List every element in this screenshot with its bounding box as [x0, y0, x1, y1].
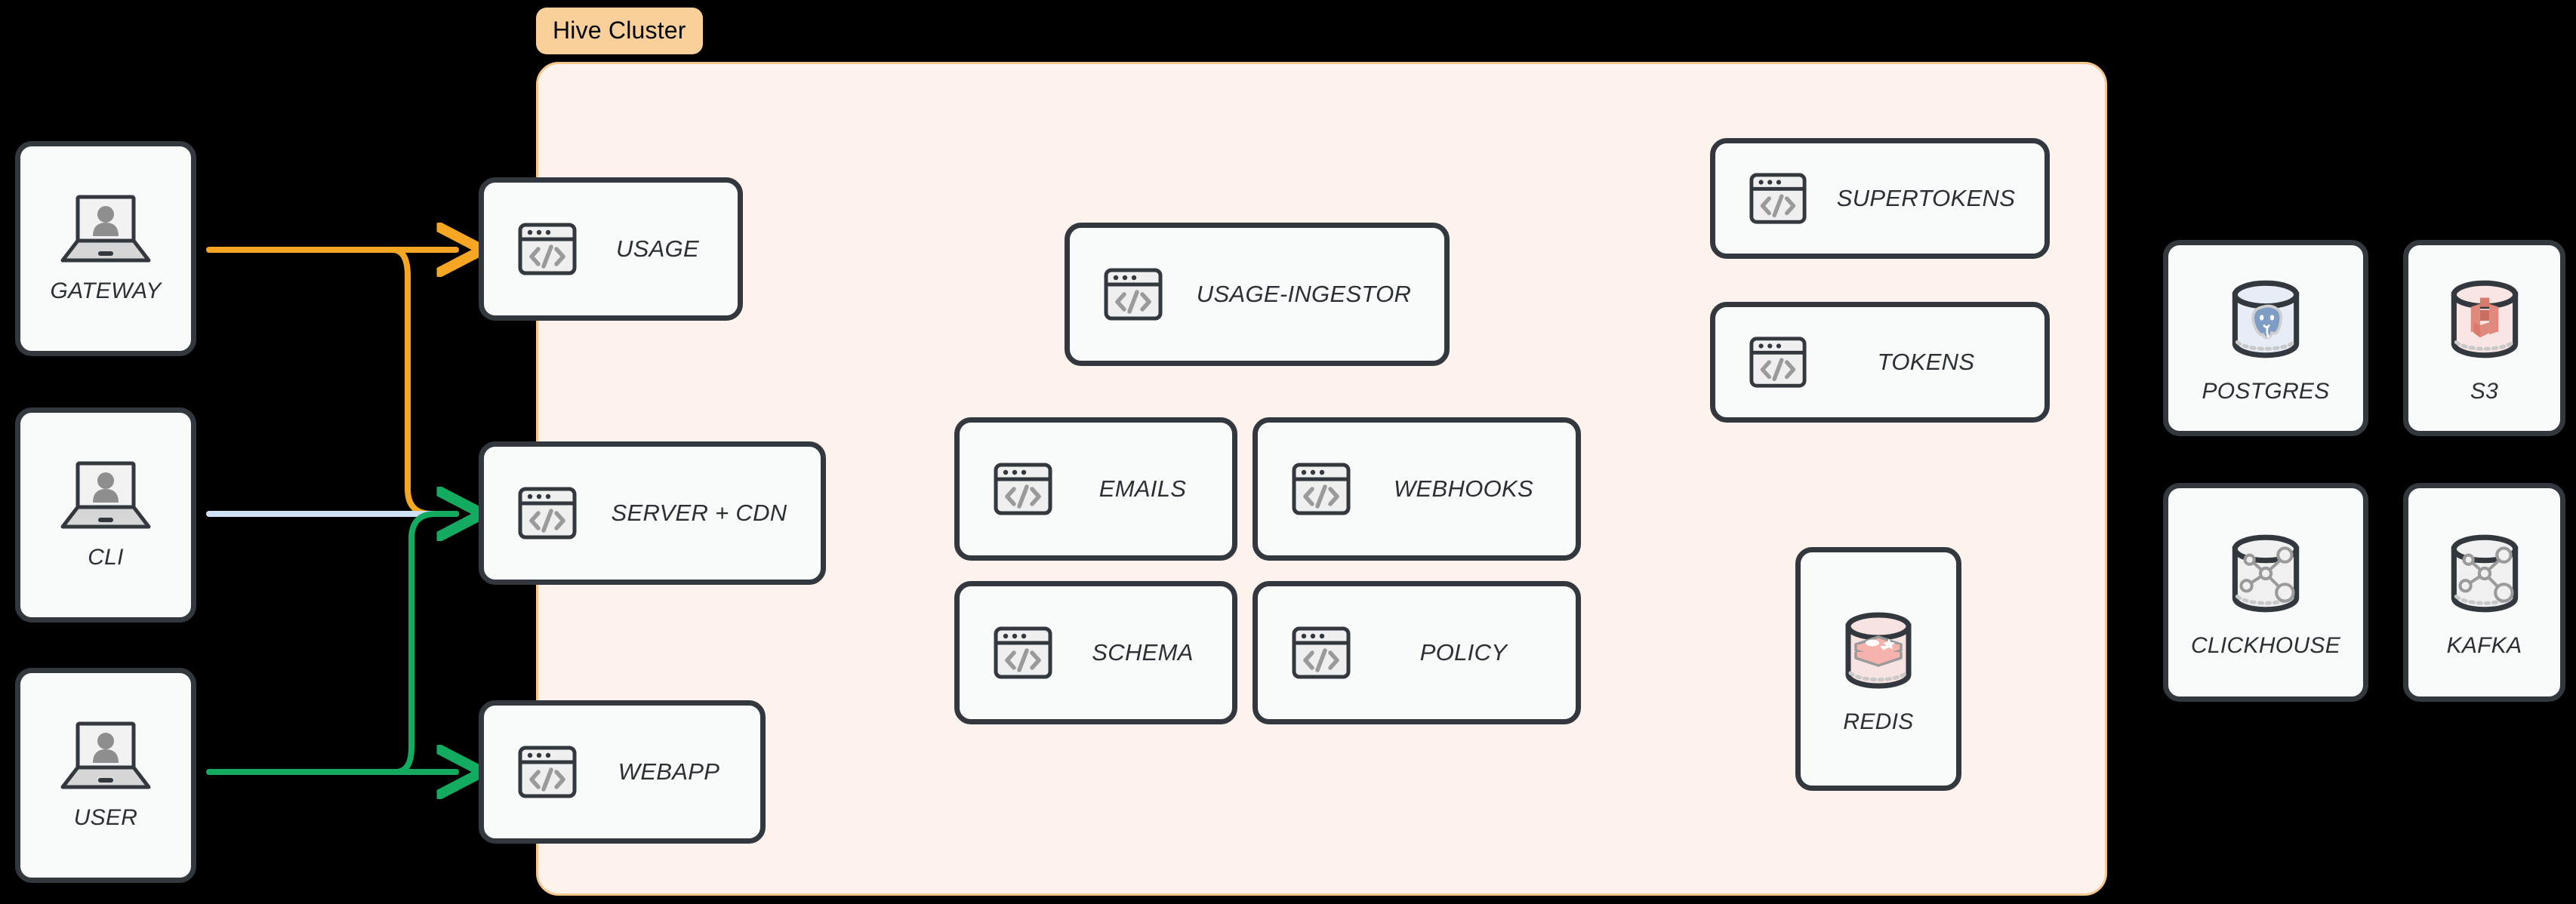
laptop-user-icon [57, 721, 155, 793]
service-label: WEBHOOKS [1394, 475, 1533, 502]
service-label: WEBAPP [618, 758, 720, 785]
service-label: POLICY [1419, 639, 1508, 666]
service-node-webhooks[interactable]: WEBHOOKS [1253, 417, 1581, 561]
code-window-icon [1291, 623, 1351, 683]
service-node-usage-ingestor[interactable]: USAGE-INGESTOR [1065, 223, 1450, 366]
code-window-icon [1749, 333, 1807, 392]
client-node-user[interactable]: USER [15, 668, 196, 883]
datastore-node-redis[interactable]: REDIS [1795, 547, 1961, 791]
code-window-icon [1103, 264, 1163, 324]
code-window-icon [993, 623, 1053, 683]
client-label: GATEWAY [50, 278, 162, 303]
datastore-label: REDIS [1843, 709, 1914, 734]
network-cylinder-icon [2218, 526, 2313, 621]
service-label: SCHEMA [1092, 639, 1194, 666]
service-node-schema[interactable]: SCHEMA [954, 581, 1237, 724]
service-label: EMAILS [1098, 475, 1187, 502]
service-label: SUPERTOKENS [1836, 185, 2016, 211]
s3-cylinder-icon [2437, 272, 2532, 367]
service-label: SERVER + CDN [611, 500, 787, 526]
network-cylinder-icon [2437, 526, 2532, 621]
datastore-label: POSTGRES [2202, 379, 2330, 404]
service-node-emails[interactable]: EMAILS [954, 417, 1237, 561]
service-node-webapp[interactable]: WEBAPP [479, 700, 766, 844]
postgres-cylinder-icon [2218, 272, 2313, 367]
connector-user-to-server-cdn [393, 514, 456, 775]
datastore-node-kafka[interactable]: KAFKA [2403, 483, 2565, 702]
datastore-node-s3[interactable]: S3 [2403, 240, 2565, 436]
client-node-cli[interactable]: CLI [15, 407, 196, 623]
service-node-server-cdn[interactable]: SERVER + CDN [479, 441, 826, 585]
code-window-icon [1749, 169, 1807, 228]
laptop-user-icon [57, 460, 155, 533]
code-window-icon [993, 459, 1053, 519]
code-window-icon [517, 742, 578, 802]
connector-gateway-to-server-cdn [390, 247, 456, 514]
service-label: TOKENS [1877, 349, 1975, 375]
client-label: USER [73, 804, 138, 830]
redis-cylinder-icon [1832, 604, 1925, 697]
laptop-user-icon [57, 194, 155, 266]
hive-cluster-badge: Hive Cluster [536, 8, 703, 54]
service-label: USAGE-INGESTOR [1196, 281, 1412, 307]
code-window-icon [517, 219, 578, 279]
client-label: CLI [88, 544, 124, 570]
service-node-policy[interactable]: POLICY [1253, 581, 1581, 724]
service-node-supertokens[interactable]: SUPERTOKENS [1710, 138, 2050, 259]
service-node-tokens[interactable]: TOKENS [1710, 302, 2050, 423]
datastore-label: S3 [2470, 379, 2499, 404]
code-window-icon [517, 483, 578, 543]
service-label: USAGE [615, 235, 700, 262]
service-node-usage[interactable]: USAGE [479, 177, 743, 321]
code-window-icon [1291, 459, 1351, 519]
datastore-label: CLICKHOUSE [2190, 633, 2341, 658]
datastore-label: KAFKA [2446, 633, 2522, 658]
datastore-node-postgres[interactable]: POSTGRES [2163, 240, 2368, 436]
datastore-node-clickhouse[interactable]: CLICKHOUSE [2163, 483, 2368, 702]
client-node-gateway[interactable]: GATEWAY [15, 141, 196, 356]
